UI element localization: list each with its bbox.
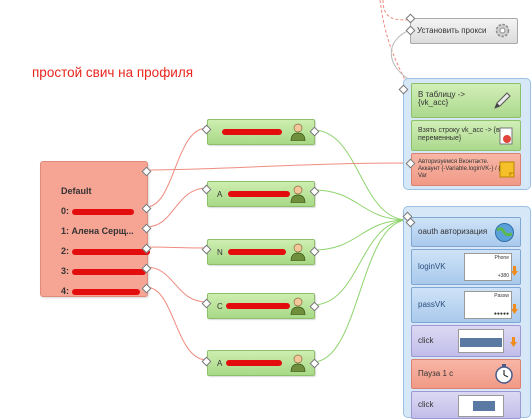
vk-account-panel: В таблицу -> {vk_acc} Взять строку vk_ac… <box>403 78 531 190</box>
redaction-mark <box>228 249 286 255</box>
pause-node[interactable]: Пауза 1 с <box>411 359 521 389</box>
click-node-1[interactable]: click <box>411 325 521 357</box>
switch-case-text: Алена Серщ... <box>71 226 134 236</box>
switch-case-prefix: 2: <box>61 246 70 256</box>
person-icon <box>290 243 306 261</box>
profile-node[interactable]: N <box>207 239 315 265</box>
switch-header: Default <box>61 186 92 196</box>
password-node[interactable]: passVK Passw ●●●●● <box>411 287 521 323</box>
profile-node[interactable]: А <box>207 350 315 376</box>
redaction-mark <box>71 208 134 215</box>
auth-actions-panel: oauth авторизация loginVK Phone +380 pas… <box>403 206 531 419</box>
redaction-mark <box>71 248 150 255</box>
sticky-note-icon <box>499 161 515 178</box>
pen-icon <box>494 92 511 109</box>
oauth-node[interactable]: oauth авторизация <box>411 217 521 247</box>
globe-icon <box>495 223 514 242</box>
switch-case-0: 0: <box>61 206 134 216</box>
switch-case-prefix: 1: <box>61 226 70 236</box>
button-preview <box>473 401 495 411</box>
oauth-label: oauth авторизация <box>418 227 488 236</box>
switch-case-prefix: 4: <box>61 286 70 296</box>
to-table-label: В таблицу -> {vk_acc} <box>418 90 466 107</box>
set-proxy-node[interactable]: Установить прокси <box>410 18 518 44</box>
take-row-node[interactable]: Взять строку vk_acc -> {в переменные} <box>411 120 521 151</box>
switch-node[interactable]: Default 0: 1: Алена Серщ... 2: 3: 4: <box>40 161 150 297</box>
arrow-down-icon <box>511 266 518 276</box>
redaction-mark <box>222 129 282 135</box>
click-target-preview <box>458 329 504 353</box>
arrow-down-icon <box>511 304 518 314</box>
switch-case-prefix: 0: <box>61 206 70 216</box>
person-icon <box>290 354 306 372</box>
password-label: passVK <box>418 300 446 309</box>
click-label: click <box>418 400 434 409</box>
redaction-mark <box>226 303 290 309</box>
switch-case-1: 1: Алена Серщ... <box>61 226 134 236</box>
person-icon <box>290 123 306 141</box>
login-field-label: Phone <box>494 255 509 261</box>
profile-node[interactable]: А <box>207 181 315 207</box>
switch-case-4: 4: <box>61 286 140 296</box>
switch-case-prefix: 3: <box>61 266 70 276</box>
redaction-mark <box>226 360 282 366</box>
login-field[interactable]: Phone +380 <box>464 253 512 281</box>
login-label: loginVK <box>418 262 446 271</box>
diagram-title: простой свич на профиля <box>32 65 194 80</box>
set-proxy-label: Установить прокси <box>417 26 487 35</box>
button-preview <box>460 338 502 347</box>
profile-node-label: А <box>217 359 223 368</box>
redaction-mark <box>71 288 140 295</box>
redaction-mark <box>71 268 146 275</box>
document-icon <box>499 127 513 145</box>
password-field-value: ●●●●● <box>493 311 509 317</box>
to-table-node[interactable]: В таблицу -> {vk_acc} <box>411 83 521 118</box>
arrow-down-icon <box>510 337 517 347</box>
auth-note-node[interactable]: Авторизуемся Вконтакте. Аккаунт {-Variab… <box>411 153 521 186</box>
redaction-mark <box>228 191 290 197</box>
profile-node-label: N <box>217 248 223 257</box>
login-node[interactable]: loginVK Phone +380 <box>411 249 521 285</box>
switch-case-3: 3: <box>61 266 146 276</box>
click-node-2[interactable]: click <box>411 391 521 419</box>
person-icon <box>290 185 306 203</box>
profile-node[interactable]: С <box>207 293 315 319</box>
gear-icon <box>495 23 510 38</box>
profile-node-label: С <box>217 302 223 311</box>
stopwatch-icon <box>495 364 513 384</box>
switch-case-2: 2: <box>61 246 150 256</box>
profile-node[interactable] <box>207 119 315 145</box>
click-label: click <box>418 336 434 345</box>
login-field-value: +380 <box>497 273 509 279</box>
pause-label: Пауза 1 с <box>418 369 454 378</box>
take-row-label: Взять строку vk_acc -> {в переменные} <box>418 127 500 142</box>
person-icon <box>290 297 306 315</box>
auth-note-label: Авторизуемся Вконтакте. Аккаунт {-Variab… <box>418 159 503 179</box>
password-field-label: Passw <box>494 293 509 299</box>
profile-node-label: А <box>217 190 223 199</box>
password-field[interactable]: Passw ●●●●● <box>464 291 512 319</box>
click-target-preview <box>458 395 504 417</box>
